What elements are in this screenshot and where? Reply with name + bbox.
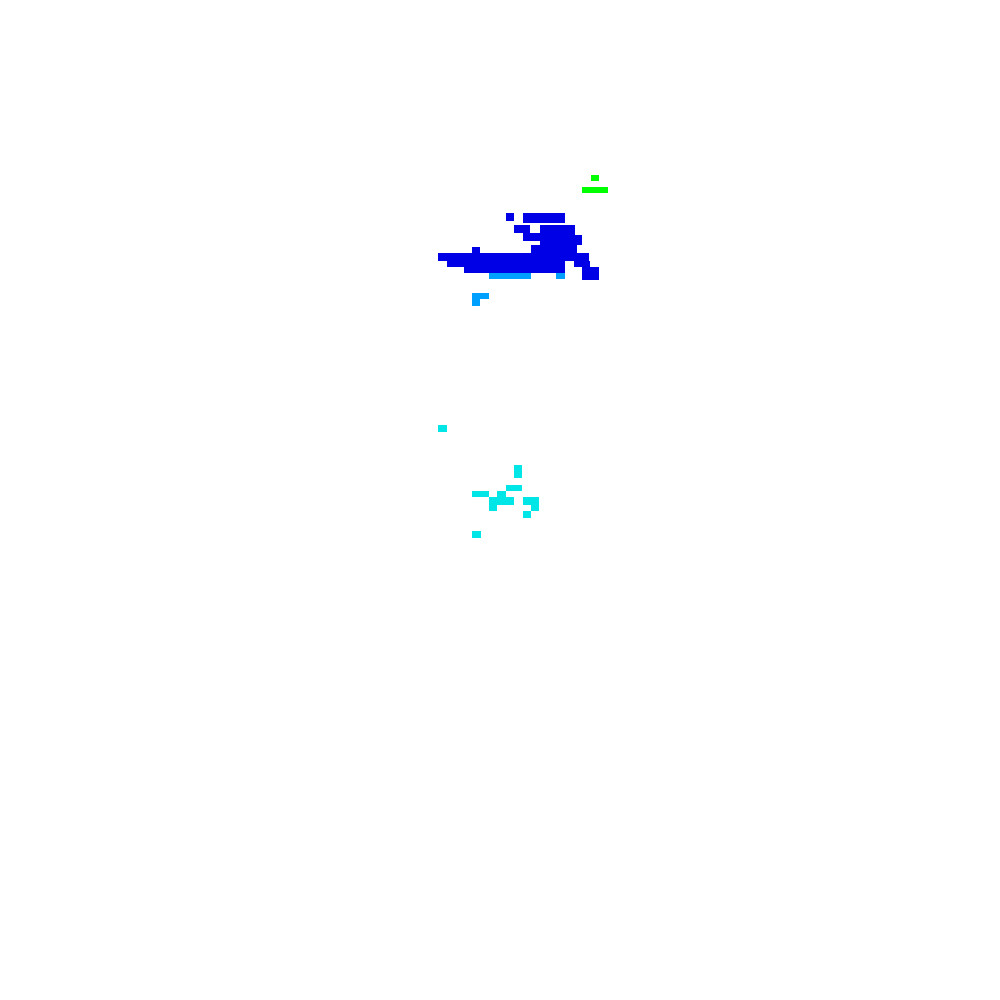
cyan-dot xyxy=(438,425,447,432)
blue-block xyxy=(514,225,530,233)
green-bar xyxy=(582,187,608,193)
blue-body xyxy=(464,267,565,273)
cyan-mark xyxy=(531,503,539,511)
light-blue-strip xyxy=(489,273,531,279)
blue-block xyxy=(531,245,577,253)
blue-dot xyxy=(506,213,514,221)
blue-block xyxy=(540,235,582,245)
cyan-mark xyxy=(489,503,497,511)
green-dot xyxy=(591,175,599,181)
cyan-mark xyxy=(472,491,489,497)
blue-body xyxy=(447,261,565,267)
cyan-mark xyxy=(514,465,522,478)
light-blue-mark xyxy=(472,299,480,306)
blue-body xyxy=(438,253,589,261)
blue-tail xyxy=(582,267,599,280)
blue-hole xyxy=(531,227,539,233)
blue-block xyxy=(472,247,480,255)
cyan-mark xyxy=(523,511,531,518)
light-blue-dot xyxy=(556,273,565,279)
cyan-mark xyxy=(523,497,539,505)
cyan-mark xyxy=(497,491,506,497)
cyan-dot xyxy=(472,531,481,538)
blue-block-top xyxy=(523,213,565,223)
blue-block xyxy=(523,233,540,241)
blue-block xyxy=(540,225,575,235)
blue-hole xyxy=(565,261,573,267)
blue-body xyxy=(574,261,590,267)
light-blue-mark xyxy=(472,293,489,299)
cyan-mark xyxy=(506,485,522,491)
cyan-mark xyxy=(489,497,514,505)
